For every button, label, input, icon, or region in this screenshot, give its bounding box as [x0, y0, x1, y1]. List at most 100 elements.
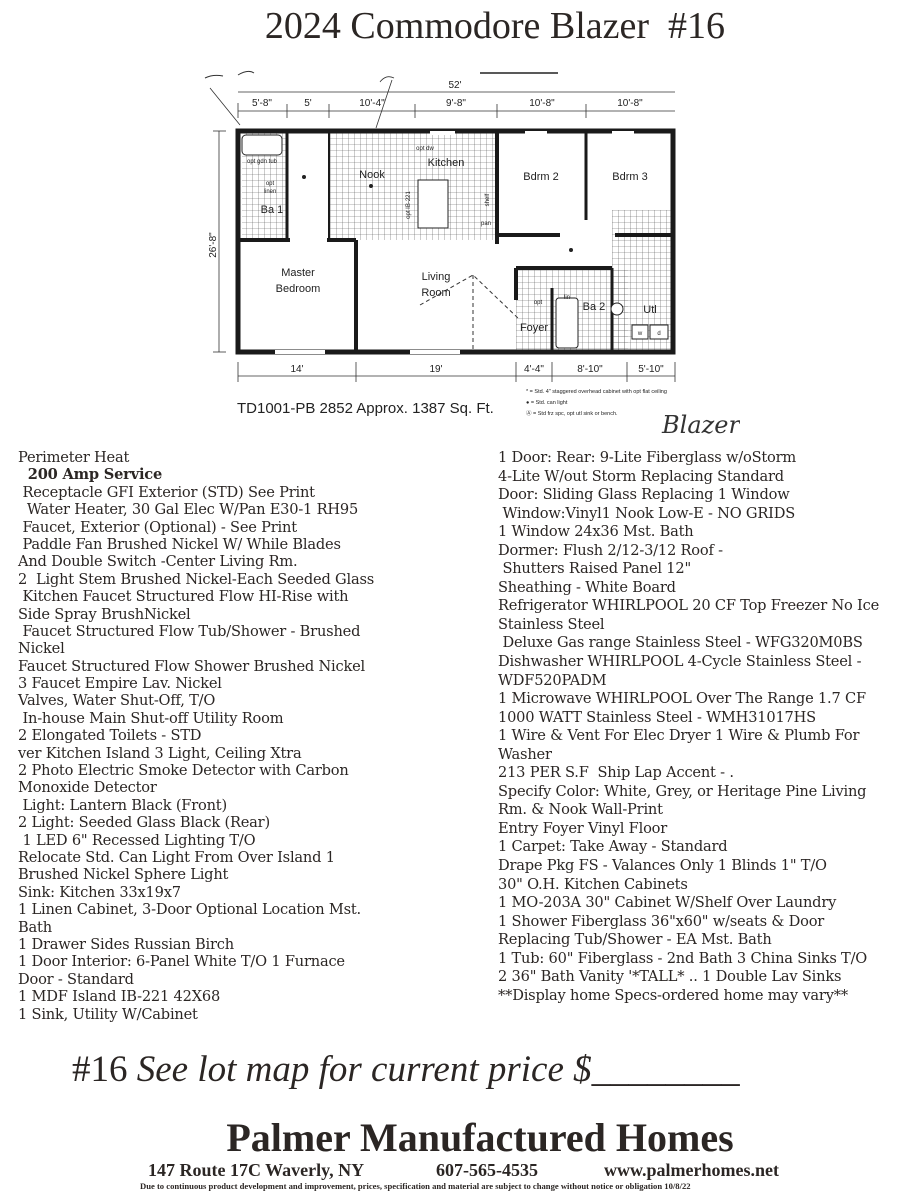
room-label-master: Master: [281, 267, 315, 279]
handwritten-mark: [204, 70, 255, 79]
website-link[interactable]: www.palmerhomes.net: [604, 1160, 779, 1180]
tub: [241, 134, 283, 156]
spec-line: Water Heater, 30 Gal Elec W/Pan E30-1 RH…: [18, 501, 359, 519]
dimension-label: 5'-10": [638, 364, 664, 375]
plan-note: w: [637, 331, 643, 337]
spec-line: Faucet, Exterior (Optional) - See Print: [18, 518, 297, 536]
page-title: 2024 Commodore Blazer #16: [264, 5, 726, 47]
spec-line: And Double Switch -Center Living Rm.: [18, 553, 298, 571]
spec-line: 1 MO-203A 30" Cabinet W/Shelf Over Laund…: [498, 894, 837, 912]
spec-line: Bath: [18, 918, 52, 936]
company-name: Palmer Manufactured Homes: [226, 1115, 734, 1160]
spec-line: 1 Window 24x36 Mst. Bath: [498, 523, 694, 541]
spec-line: 3 Faucet Empire Lav. Nickel: [18, 675, 222, 693]
price-text: See lot map for current price $________: [127, 1049, 740, 1090]
dryer: [649, 324, 669, 340]
spec-line: Deluxe Gas range Stainless Steel - WFG32…: [498, 634, 863, 652]
plan-note: d: [657, 331, 660, 337]
spec-line: Side Spray BrushNickel: [18, 605, 191, 623]
spec-line: Paddle Fan Brushed Nickel W/ While Blade…: [18, 535, 341, 553]
plan-note: opt: [266, 181, 275, 187]
spec-line: WDF520PADM: [498, 671, 607, 689]
spec-line: 4-Lite W/out Storm Replacing Standard: [498, 467, 784, 485]
spec-line: Nickel: [18, 640, 65, 658]
spec-line: Dishwasher WHIRLPOOL 4-Cycle Stainless S…: [498, 653, 862, 671]
spec-line: Door: Sliding Glass Replacing 1 Window: [498, 486, 790, 504]
spec-line: Valves, Water Shut-Off, T/O: [18, 692, 216, 710]
dimension-label: 5'-8": [252, 98, 272, 109]
spec-line: 200 Amp Service: [18, 466, 163, 484]
spec-line: Specify Color: White, Grey, or Heritage …: [498, 782, 867, 800]
plan-note: linen: [264, 189, 277, 195]
model-line: TD1001-PB 2852 Approx. 1387 Sq. Ft.: [237, 400, 494, 417]
spec-line: 1 Door Interior: 6-Panel White T/O 1 Fur…: [18, 953, 345, 971]
lot-number: #16: [72, 1049, 128, 1090]
room-label-bdrm2: Bdrm 2: [523, 171, 558, 183]
toilet: [610, 302, 624, 316]
room-label-nook: Nook: [359, 169, 385, 181]
spec-line: 1 Wire & Vent For Elec Dryer 1 Wire & Pl…: [498, 727, 860, 745]
spec-line: 2 Photo Electric Smoke Detector with Car…: [18, 762, 349, 780]
disclaimer: Due to continuous product development an…: [140, 1181, 691, 1191]
model-name: Blazer: [661, 411, 740, 439]
spec-line: 1 Drawer Sides Russian Birch: [18, 935, 234, 953]
floor-plan: 52' 5'-8" 5' 10'-4" 9'-8" 10'-8" 10'-8" …: [204, 70, 740, 439]
room-label-living: Room: [421, 287, 450, 299]
spec-line: 1 MDF Island IB-221 42X68: [18, 988, 221, 1006]
room-label-master: Bedroom: [276, 283, 321, 295]
dimension-label: 10'-8": [617, 98, 643, 109]
handwritten-mark: [209, 76, 395, 129]
dimension-lines: [213, 91, 676, 382]
spec-line: Faucet Structured Flow Shower Brushed Ni…: [18, 657, 366, 675]
plan-note: opt dw: [416, 146, 434, 152]
spec-line: 1 Door: Rear: 9-Lite Fiberglass w/oStorm: [498, 449, 797, 466]
kitchen-island: [417, 179, 449, 229]
plan-note: lin: [564, 295, 570, 301]
spec-line: 1 LED 6" Recessed Lighting T/O: [18, 831, 256, 849]
spec-line: In-house Main Shut-off Utility Room: [18, 709, 284, 727]
room-label-foyer: Foyer: [520, 322, 548, 334]
spec-line: Sink: Kitchen 33x19x7: [18, 883, 181, 901]
spec-line: Relocate Std. Can Light From Over Island…: [18, 848, 335, 866]
plan-note: pan: [481, 221, 491, 227]
overall-width-label: 52': [448, 80, 461, 91]
spec-line: Rm. & Nook Wall-Print: [498, 801, 663, 819]
spec-line: Refrigerator WHIRLPOOL 20 CF Top Freezer…: [498, 597, 880, 615]
spec-line: Faucet Structured Flow Tub/Shower - Brus…: [18, 622, 361, 640]
dimension-label: 10'-8": [529, 98, 555, 109]
dimension-label: 5': [304, 98, 312, 109]
spec-line: 2 Elongated Toilets - STD: [18, 727, 202, 745]
legend-item: ● = Std. can light: [526, 400, 568, 406]
spec-line: 1 Sink, Utility W/Cabinet: [18, 1005, 198, 1023]
spec-line: **Display home Specs-ordered home may va…: [498, 986, 848, 1004]
specs-left-column: Perimeter Heat 200 Amp Service Receptacl…: [18, 449, 374, 1023]
spec-line: Brushed Nickel Sphere Light: [18, 866, 229, 884]
spec-line: Light: Lantern Black (Front): [18, 796, 227, 814]
spec-line: 1 Tub: 60" Fiberglass - 2nd Bath 3 China…: [498, 949, 868, 967]
room-label-ba2: Ba 2: [583, 301, 606, 313]
address: 147 Route 17C Waverly, NY: [148, 1160, 365, 1180]
price-line: #16 See lot map for current price $_____…: [72, 1048, 740, 1091]
room-label-kitchen: Kitchen: [428, 157, 465, 169]
spec-line: Window:Vinyl1 Nook Low-E - NO GRIDS: [498, 504, 796, 522]
plan-note: opt: [534, 300, 543, 306]
room-label-utl: Utl: [643, 304, 656, 316]
spec-line: Replacing Tub/Shower - EA Mst. Bath: [498, 931, 772, 949]
spec-line: Door - Standard: [18, 970, 134, 988]
tub-ba2: [555, 297, 579, 349]
plan-note: shelf: [485, 193, 491, 206]
dimension-label: 8'-10": [577, 364, 603, 375]
plan-note: opt IB-221: [406, 190, 412, 218]
legend-item: Ⓐ = Std frz spc, opt utl sink or bench.: [526, 409, 618, 417]
depth-label: 26'-8": [208, 232, 219, 258]
room-label-living: Living: [422, 271, 451, 283]
plan-note: opt gdn tub: [247, 159, 278, 165]
dimension-label: 4'-4": [524, 364, 544, 375]
spec-line: 30" O.H. Kitchen Cabinets: [498, 875, 688, 893]
spec-line: 1 Shower Fiberglass 36"x60" w/seats & Do…: [498, 912, 825, 930]
spec-line: Shutters Raised Panel 12": [498, 560, 691, 578]
spec-line: 1 Microwave WHIRLPOOL Over The Range 1.7…: [498, 690, 866, 708]
spec-line: 1000 WATT Stainless Steel - WMH31017HS: [498, 708, 816, 726]
spec-line: Drape Pkg FS - Valances Only 1 Blinds 1"…: [498, 857, 827, 875]
